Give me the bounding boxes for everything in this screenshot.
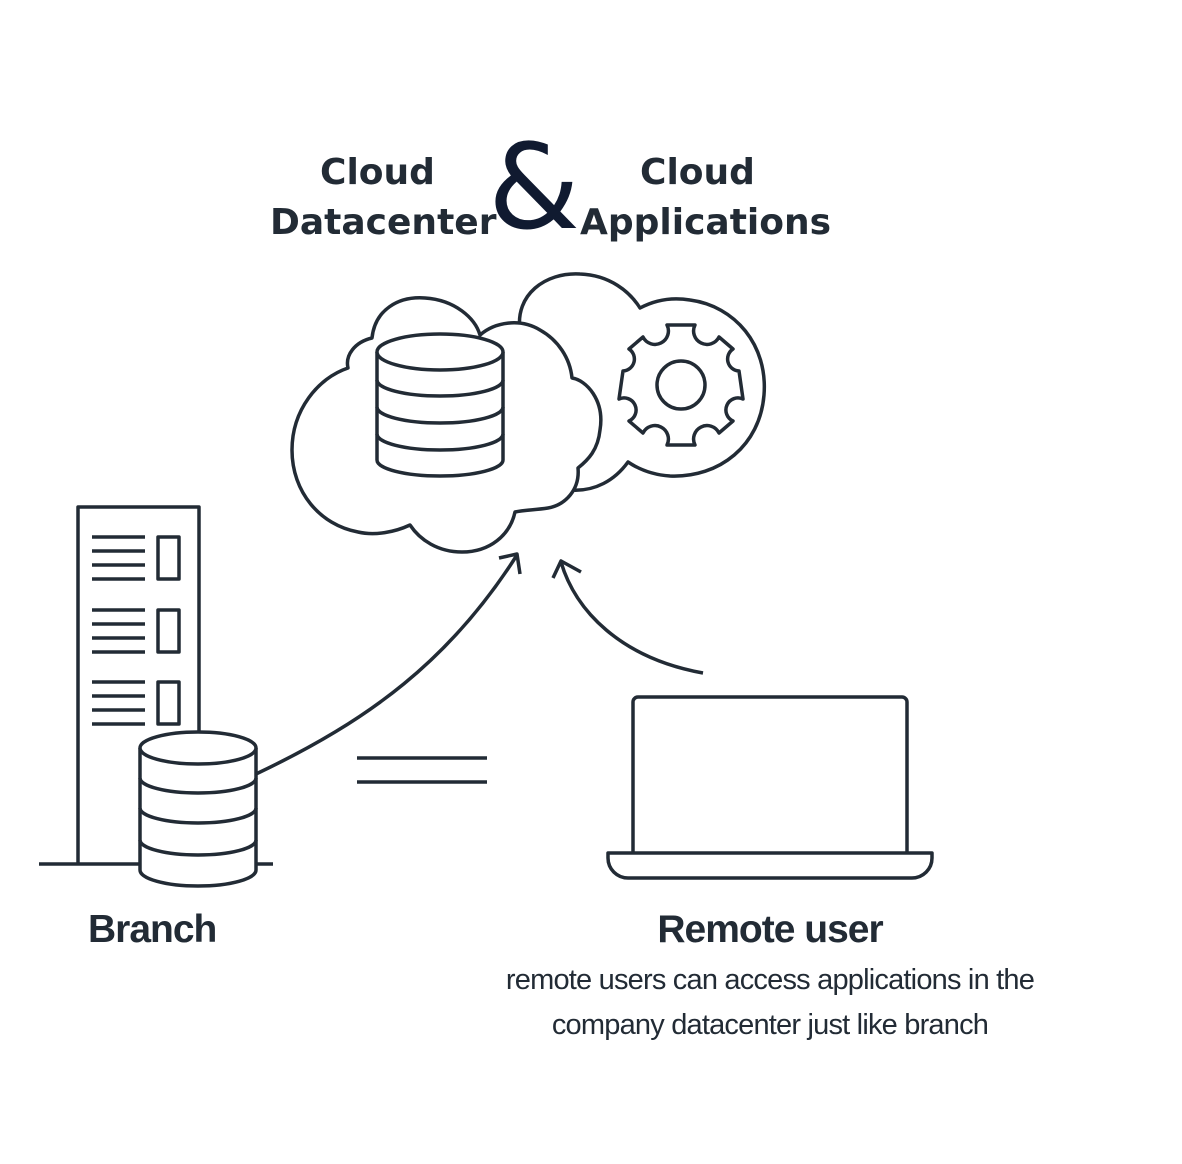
arrow-up-right-icon bbox=[255, 552, 522, 776]
arrow-up-left-icon bbox=[551, 559, 704, 675]
cloud-applications-title: Cloud Applications bbox=[580, 148, 832, 248]
gear-icon bbox=[617, 323, 745, 447]
cloud-datacenter-title-line1: Cloud bbox=[320, 152, 435, 193]
laptop-icon bbox=[606, 695, 934, 880]
database-icon bbox=[375, 332, 505, 478]
cloud-applications-title-line1: Cloud bbox=[640, 152, 755, 193]
cloud-datacenter-title: Cloud Datacenter bbox=[270, 148, 497, 248]
equals-icon bbox=[357, 756, 487, 784]
remote-user-label: Remote user bbox=[657, 908, 883, 951]
ampersand-symbol: & bbox=[488, 118, 581, 256]
cloud-applications-title-line2: Applications bbox=[580, 202, 832, 243]
cloud-datacenter-title-line2: Datacenter bbox=[270, 202, 497, 243]
remote-user-description-line1: remote users can access applications in … bbox=[505, 964, 1035, 996]
branch-label: Branch bbox=[88, 908, 217, 951]
building-window-row-3 bbox=[92, 680, 181, 726]
database-icon bbox=[138, 730, 258, 888]
remote-user-description: remote users can access applications in … bbox=[460, 958, 1080, 1048]
building-window-row-1 bbox=[92, 535, 181, 581]
remote-user-description-line2: company datacenter just like branch bbox=[551, 1009, 989, 1041]
cloud-icon bbox=[290, 272, 767, 554]
building-window-row-2 bbox=[92, 608, 181, 654]
